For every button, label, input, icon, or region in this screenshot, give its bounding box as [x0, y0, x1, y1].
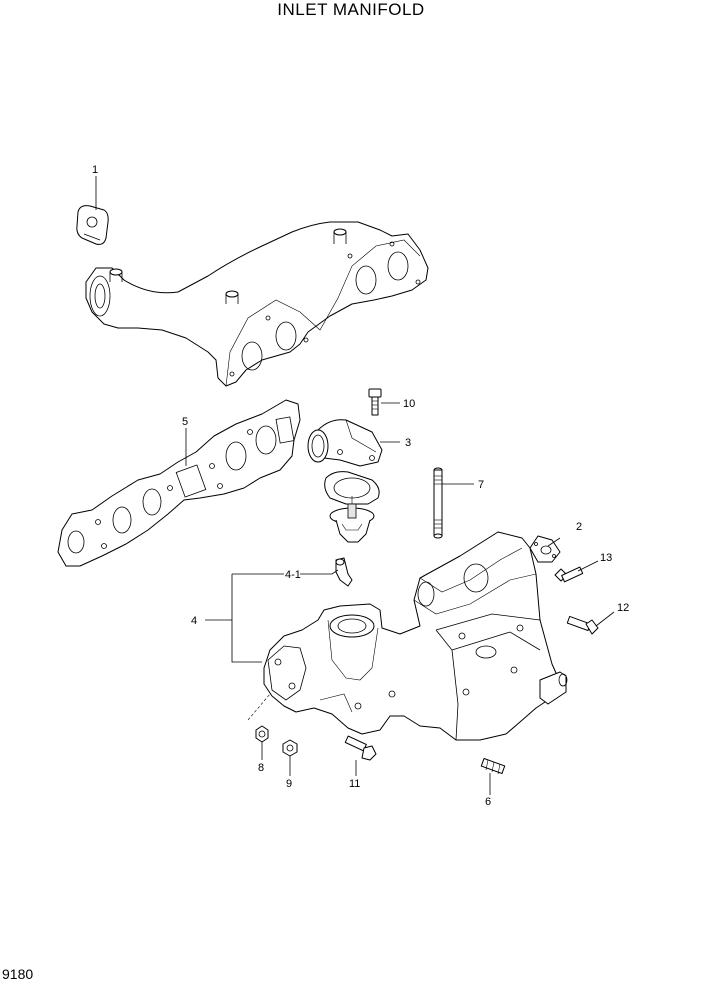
callout-10: 10	[403, 398, 415, 410]
part-8-nut	[255, 725, 269, 743]
callout-2: 2	[576, 521, 582, 533]
part-7-stud	[433, 467, 443, 539]
callouts: 1 2 3 4 4-1 5 6 7 8 9 10 11 12 13	[92, 164, 629, 808]
callout-4-1: 4-1	[285, 569, 301, 581]
callout-4: 4	[191, 615, 197, 627]
thermostat	[329, 496, 375, 543]
callout-12: 12	[617, 602, 629, 614]
part-12-bolt	[566, 615, 599, 635]
part-4-inlet-manifold	[263, 531, 568, 741]
callout-13: 13	[600, 552, 612, 564]
part-5-manifold-gasket	[57, 399, 301, 567]
callout-9: 9	[286, 778, 292, 790]
part-11-bolt	[344, 735, 377, 761]
callout-7: 7	[478, 479, 484, 491]
part-13-bolt	[554, 566, 584, 583]
part-1-gasket-plate	[76, 205, 109, 245]
part-2-gasket	[529, 535, 561, 563]
part-6-stud	[480, 757, 506, 775]
callout-8: 8	[258, 762, 264, 774]
part-4-1-pipe	[335, 557, 353, 587]
callout-3: 3	[405, 437, 411, 449]
page-number: 9180	[2, 966, 34, 982]
callout-11: 11	[349, 778, 360, 790]
callout-5: 5	[182, 416, 188, 428]
callout-6: 6	[485, 796, 491, 808]
page-title: INLET MANIFOLD	[277, 0, 425, 19]
thermostat-gasket	[324, 471, 380, 505]
part-10-bolt	[368, 388, 382, 416]
part-9-nut	[282, 739, 298, 757]
callout-1: 1	[92, 164, 98, 176]
exhaust-manifold	[85, 221, 429, 387]
part-3-water-outlet	[307, 419, 383, 467]
